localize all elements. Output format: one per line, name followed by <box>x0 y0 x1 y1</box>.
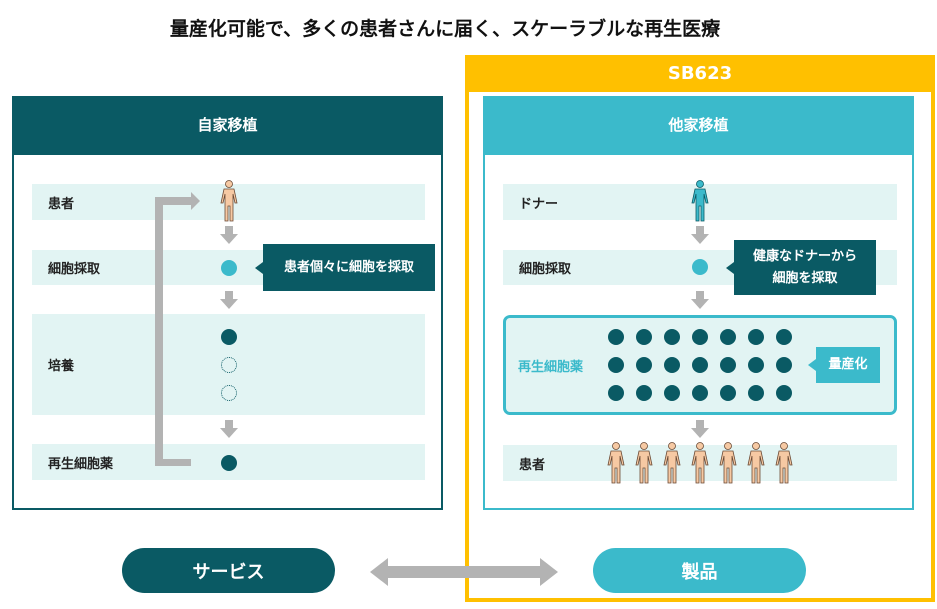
cell-dot <box>664 385 680 401</box>
row-label: 培養 <box>48 359 75 374</box>
patient-figure-icon <box>220 180 238 222</box>
cultured-cell-dot <box>221 329 237 345</box>
cell-dot <box>636 385 652 401</box>
row-label: 細胞採取 <box>519 262 572 277</box>
medicine-cell-dot <box>221 455 237 471</box>
down-arrow-icon <box>691 291 709 309</box>
cell-dot <box>692 357 708 373</box>
row-label: 患者 <box>519 457 546 473</box>
product-button[interactable]: 製品 <box>593 548 806 593</box>
return-arrow-bottom <box>155 459 191 466</box>
down-arrow-icon <box>691 226 709 244</box>
callout-text-line2: 細胞を採取 <box>772 270 838 286</box>
cell-dot <box>720 357 736 373</box>
row-label: 細胞採取 <box>48 262 101 277</box>
patient-figure-icon <box>719 442 737 484</box>
return-arrow-top <box>155 197 191 205</box>
autologous-header: 自家移植 <box>12 96 443 155</box>
patient-figure-icon <box>635 442 653 484</box>
cell-dot <box>720 329 736 345</box>
down-arrow-icon <box>220 420 238 438</box>
cell-dot <box>748 357 764 373</box>
down-arrow-icon <box>691 420 709 438</box>
cell-dot <box>720 385 736 401</box>
cell-dot <box>776 329 792 345</box>
cell-dot <box>776 385 792 401</box>
callout-text-line1: 健康なドナーから <box>752 248 857 264</box>
return-arrow-head-icon <box>191 192 200 210</box>
cell-dot <box>636 329 652 345</box>
mass-production-callout: 量産化 <box>808 347 880 383</box>
cell-dot <box>664 357 680 373</box>
patient-figure-icon <box>691 442 709 484</box>
allogeneic-header: 他家移植 <box>483 96 914 155</box>
cell-dot <box>608 385 624 401</box>
cell-dot <box>664 329 680 345</box>
collected-cell-dot <box>221 260 237 276</box>
donor-figure-icon <box>691 180 709 222</box>
cell-dot <box>608 357 624 373</box>
sb623-label: SB623 <box>465 55 935 92</box>
cell-dot <box>692 385 708 401</box>
collected-cell-dot <box>692 259 708 275</box>
row-label: ドナー <box>519 196 559 212</box>
autologous-callout: 患者個々に細胞を採取 <box>255 244 435 291</box>
patient-figure-icon <box>747 442 765 484</box>
patient-figure-icon <box>775 442 793 484</box>
down-arrow-icon <box>220 291 238 309</box>
patient-figure-icon <box>607 442 625 484</box>
double-arrow-icon <box>370 558 558 586</box>
patient-figure-icon <box>663 442 681 484</box>
row-label: 再生細胞薬 <box>48 456 114 472</box>
page-title: 量産化可能で、多くの患者さんに届く、スケーラブルな再生医療 <box>169 18 721 40</box>
service-button[interactable]: サービス <box>122 548 335 593</box>
callout-text: 患者個々に細胞を採取 <box>283 259 414 275</box>
cell-dot <box>692 329 708 345</box>
callout-text: 量産化 <box>828 357 868 372</box>
cell-dot <box>776 357 792 373</box>
down-arrow-icon <box>220 226 238 244</box>
cultured-cell-dotted <box>221 385 237 401</box>
sb623-frame <box>465 55 935 602</box>
return-arrow-line <box>155 197 163 466</box>
cell-dot <box>608 329 624 345</box>
cell-dot <box>748 385 764 401</box>
cultured-cell-dotted <box>221 357 237 373</box>
allogeneic-callout: 健康なドナーから細胞を採取 <box>726 240 876 295</box>
row-label: 再生細胞薬 <box>518 359 584 375</box>
cell-dot <box>636 357 652 373</box>
row-label: 患者 <box>48 196 75 212</box>
cell-dot <box>748 329 764 345</box>
